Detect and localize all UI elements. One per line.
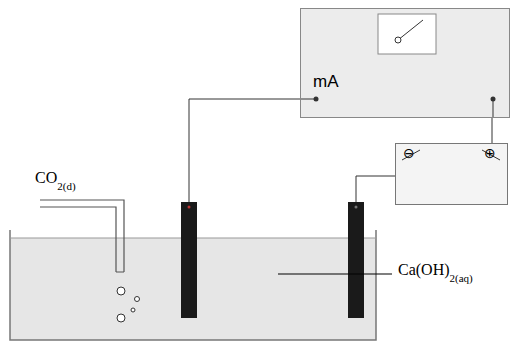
bubble	[135, 297, 140, 302]
electrode	[348, 202, 364, 318]
milliammeter: mA	[300, 8, 510, 118]
bubble	[117, 287, 125, 295]
gas-subscript: 2(d)	[57, 181, 75, 192]
wire	[189, 99, 316, 202]
leader-line	[278, 273, 392, 274]
battery-body	[395, 143, 508, 205]
battery-terminal: ⊕	[484, 146, 496, 160]
gas-tube	[40, 200, 124, 272]
needle-pivot	[395, 37, 401, 43]
gas-formula: CO	[35, 170, 57, 186]
wire	[492, 118, 493, 143]
meter-dial	[378, 14, 436, 54]
meter-needle	[398, 20, 423, 40]
meter-unit: mA	[313, 73, 339, 90]
bubble	[117, 314, 125, 322]
gas-tube	[116, 272, 124, 273]
wire	[493, 99, 494, 118]
battery-terminal: ⊖	[403, 146, 415, 160]
meter-body	[300, 8, 510, 118]
solution-subscript: 2(aq)	[450, 273, 473, 284]
electrode-pin	[355, 206, 358, 209]
battery: ⊖⊕	[395, 143, 508, 205]
electrode-pin	[188, 206, 191, 209]
electrode	[181, 202, 197, 318]
solution-formula: Ca(OH)	[398, 262, 450, 278]
bubble	[131, 308, 135, 312]
